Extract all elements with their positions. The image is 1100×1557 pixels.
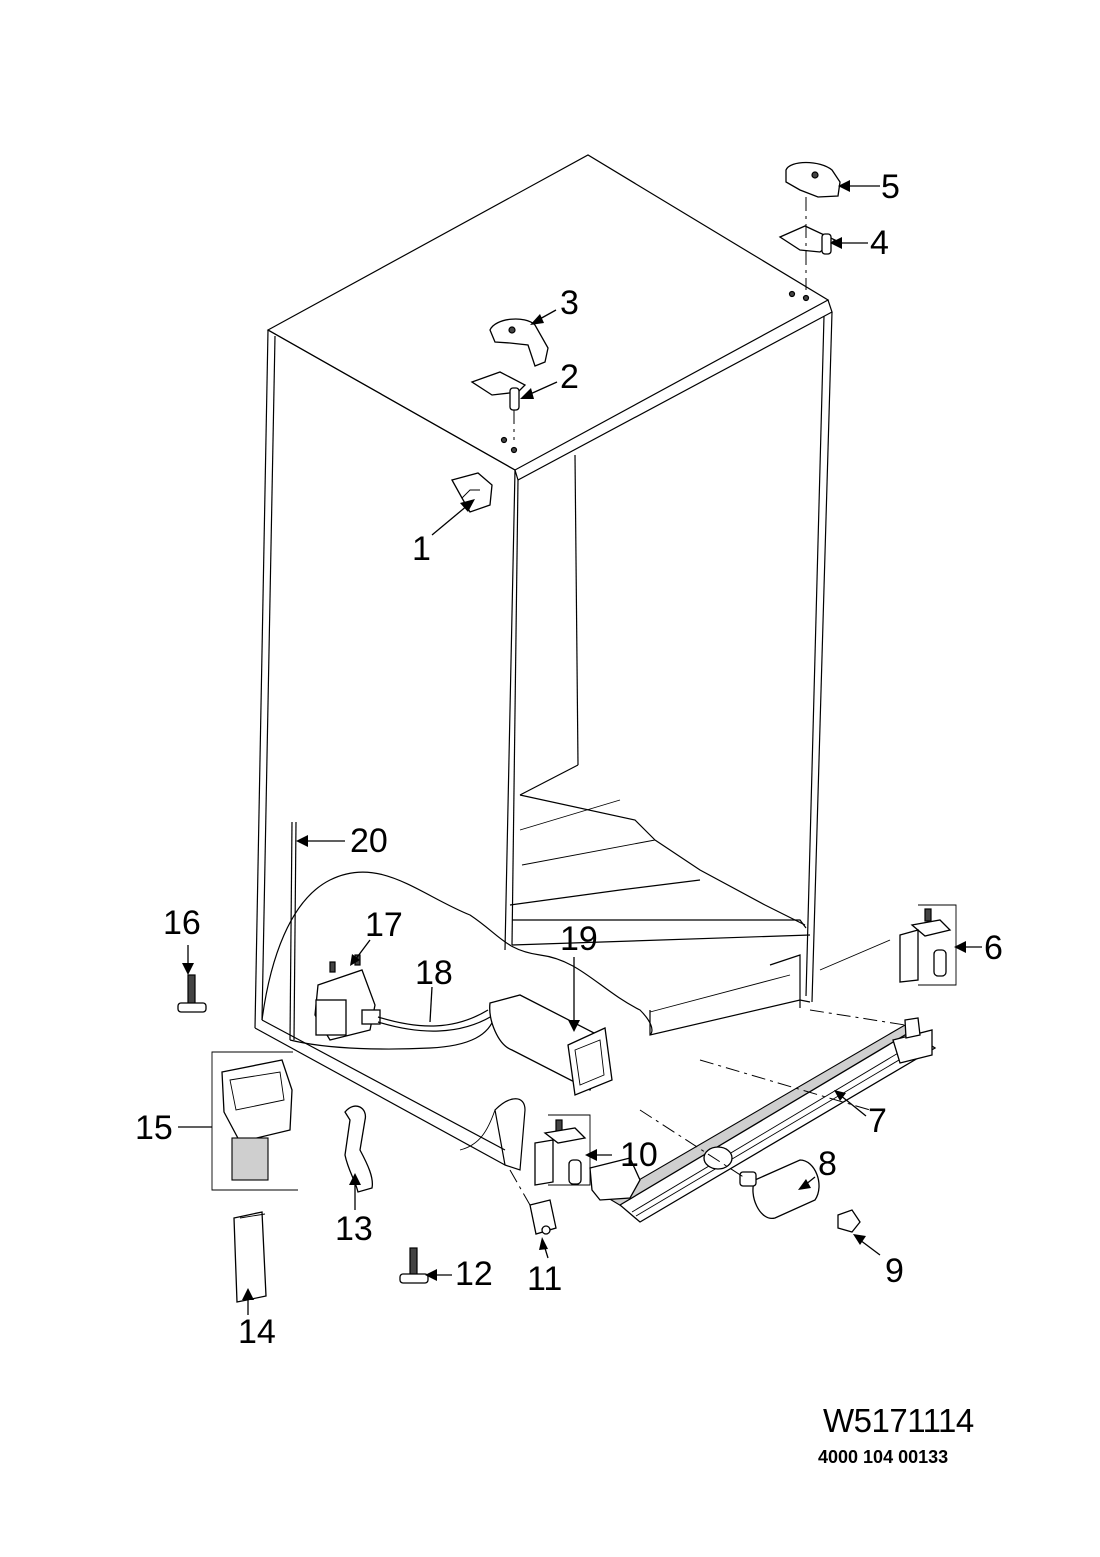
part-10-lower-hinge-assembly [534, 1114, 591, 1186]
callout-19: 19 [560, 920, 598, 958]
callout-leaders [178, 180, 982, 1315]
catalog-number: 4000 104 00133 [818, 1447, 949, 1467]
callout-5: 5 [881, 168, 900, 206]
callout-6: 6 [984, 929, 1003, 967]
callout-9: 9 [885, 1252, 904, 1290]
refrigerator-cabinet [254, 154, 833, 1171]
part-20-tube [289, 821, 297, 1041]
drawing-number: W5171114 [823, 1402, 974, 1439]
callout-20: 20 [350, 822, 388, 860]
callout-4: 4 [870, 224, 889, 262]
callout-8: 8 [818, 1145, 837, 1183]
part-18-water-tubing [289, 1009, 496, 1050]
part-3-hinge-cover [489, 318, 549, 367]
part-13-drain-tube [344, 1105, 374, 1193]
part-11-bracket [509, 1169, 557, 1235]
part-17-water-valve [314, 954, 381, 1041]
part-5-hinge-cover [785, 161, 841, 198]
part-7-grille [589, 1009, 937, 1223]
part-15-electrical-box [211, 1051, 298, 1191]
part-12-leveling-leg [399, 1247, 429, 1284]
part-1-trim-piece [451, 472, 493, 513]
callout-12: 12 [455, 1255, 493, 1293]
part-19-filter-housing [489, 994, 613, 1096]
callout-7: 7 [868, 1102, 887, 1140]
callout-10: 10 [620, 1136, 658, 1174]
callout-18: 18 [415, 954, 453, 992]
callout-17: 17 [365, 906, 403, 944]
callout-11: 11 [527, 1260, 562, 1298]
part-6-lower-hinge-assembly [819, 904, 957, 986]
part-16-leveling-leg [177, 974, 207, 1013]
part-2-hinge-bracket [470, 371, 527, 454]
part-4-hinge-bracket [778, 197, 837, 302]
callout-14: 14 [238, 1313, 276, 1351]
callout-13: 13 [335, 1210, 373, 1248]
callout-15: 15 [135, 1109, 173, 1147]
part-8-water-filter [639, 1109, 820, 1219]
part-9-filter-cap [837, 1209, 861, 1233]
callout-1: 1 [412, 530, 431, 568]
part-14-cover [233, 1211, 267, 1303]
callout-16: 16 [163, 904, 201, 942]
callout-3: 3 [560, 284, 579, 322]
callout-2: 2 [560, 358, 579, 396]
